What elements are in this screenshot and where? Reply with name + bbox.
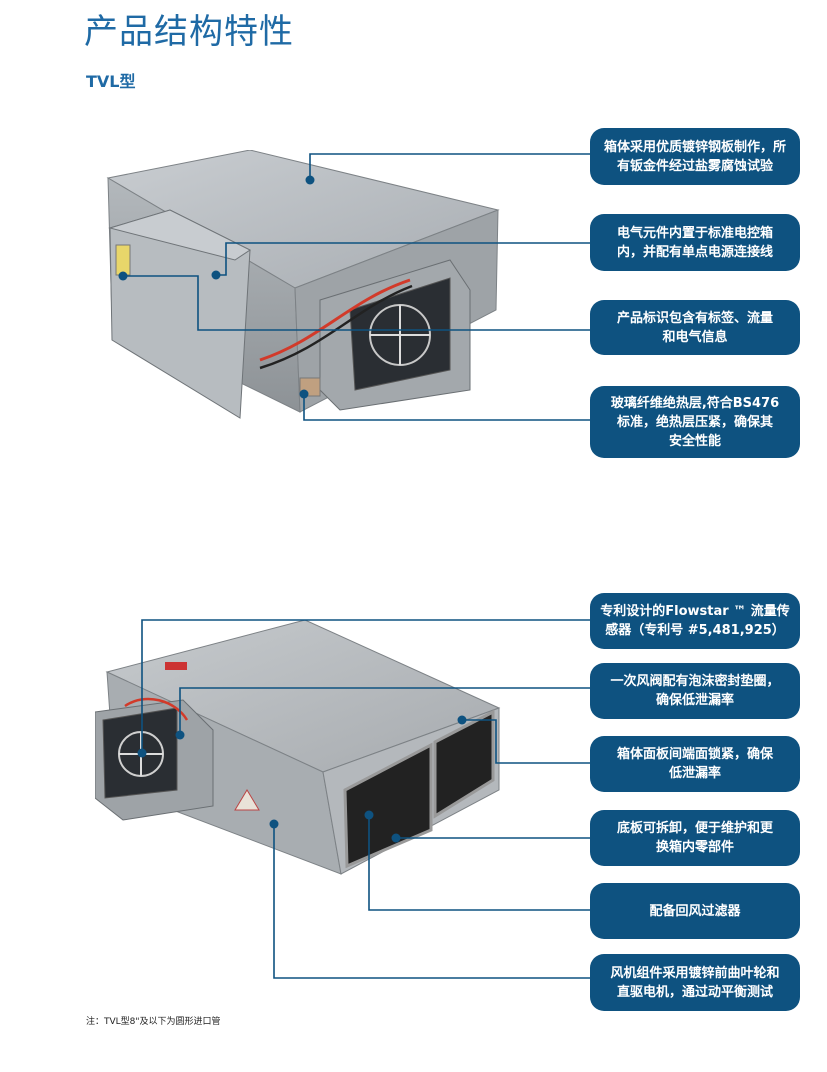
model-label: TVL型 [86,72,136,91]
callout-galvanized-casing: 箱体采用优质镀锌钢板制作，所 有钣金件经过盐雾腐蚀试验 [590,128,800,185]
footnote: 注：TVL型8"及以下为圆形进口管 [86,1017,221,1027]
callout-fan-assembly: 风机组件采用镀锌前曲叶轮和 直驱电机，通过动平衡测试 [590,954,800,1011]
callout-insulation: 玻璃纤维绝热层,符合BS476 标准，绝热层压紧，确保其 安全性能 [590,386,800,458]
callout-flowstar-sensor: 专利设计的Flowstar ™ 流量传 感器（专利号 #5,481,925） [590,593,800,649]
product-image-bottom [95,620,501,875]
product-image-top [106,150,500,419]
callout-return-filter: 配备回风过滤器 [590,883,800,939]
callout-panel-locking: 箱体面板间端面锁紧，确保 低泄漏率 [590,736,800,792]
page-title: 产品结构特性 [84,12,294,52]
callout-product-label: 产品标识包含有标签、流量 和电气信息 [590,300,800,355]
callout-electrical-control-box: 电气元件内置于标准电控箱 内，并配有单点电源连接线 [590,214,800,271]
callout-removable-bottom: 底板可拆卸，便于维护和更 换箱内零部件 [590,810,800,866]
callout-primary-damper: 一次风阀配有泡沫密封垫圈， 确保低泄漏率 [590,663,800,719]
